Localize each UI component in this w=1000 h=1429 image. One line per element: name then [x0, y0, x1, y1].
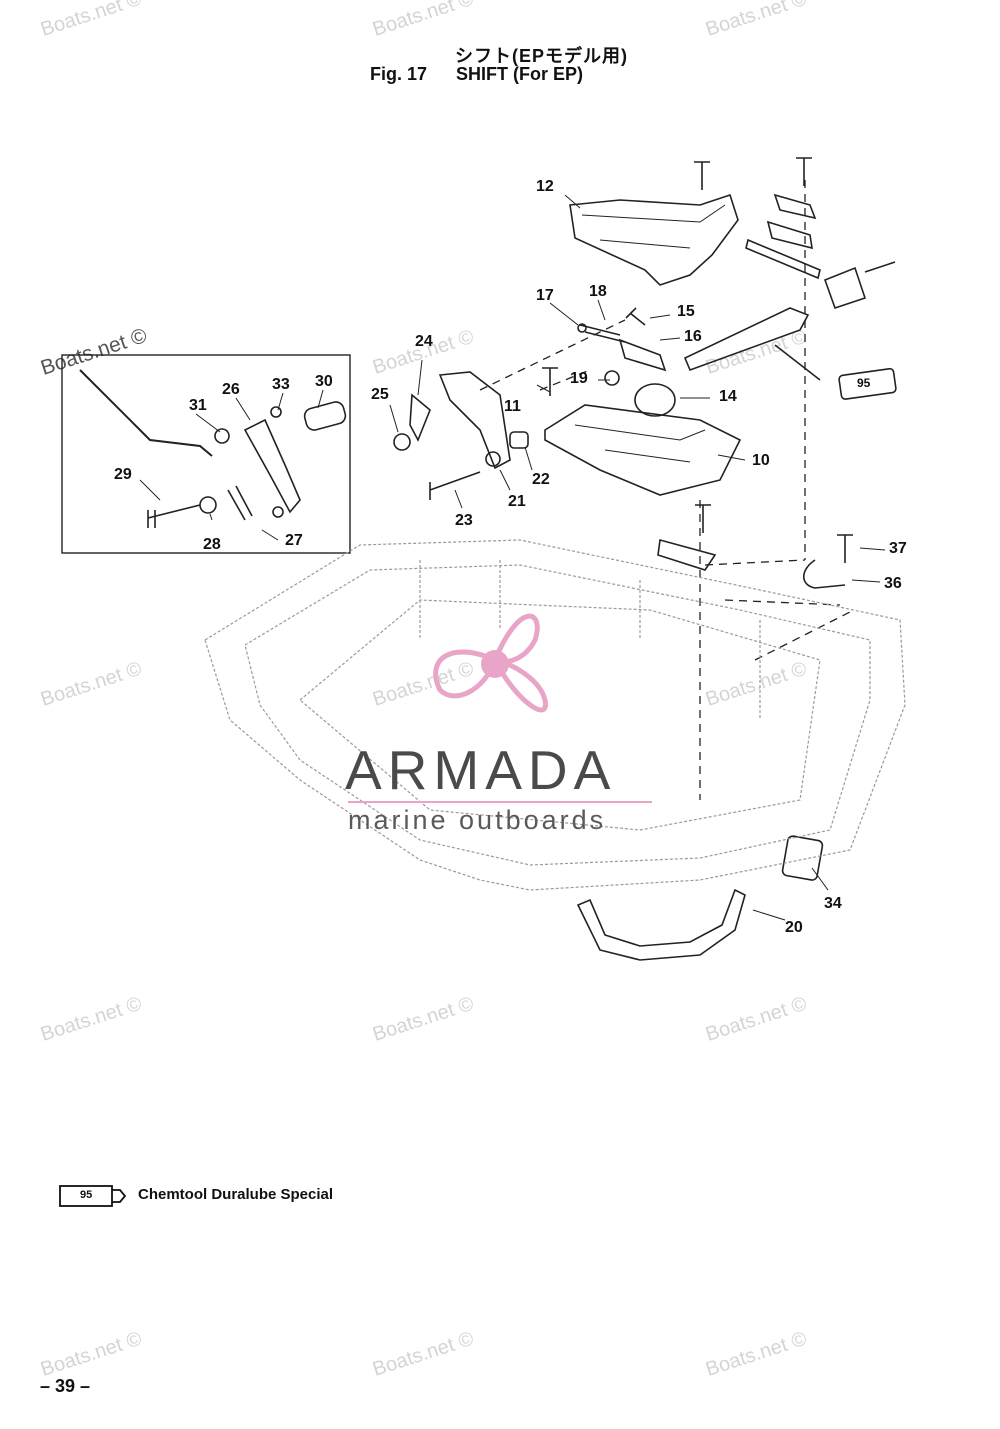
shift-lever-26 — [243, 418, 301, 514]
clip-24 — [409, 393, 431, 442]
cover-12 — [569, 193, 739, 286]
screw-37 — [837, 534, 853, 563]
callout-12: 12 — [536, 178, 554, 195]
tube-label: 95 — [857, 376, 871, 390]
clamp-36 — [802, 559, 846, 589]
callout-23: 23 — [455, 512, 473, 529]
bracket-20 — [576, 888, 746, 961]
legend-text: Chemtool Duralube Special — [138, 1186, 334, 1203]
callout-16: 16 — [684, 328, 702, 345]
shift-shaft — [683, 307, 810, 372]
callout-36: 36 — [884, 575, 902, 592]
lower-cowling — [204, 539, 906, 891]
callout-22: 22 — [532, 471, 550, 488]
grommet-34 — [781, 835, 824, 881]
callout-33: 33 — [272, 376, 290, 393]
bracket-right — [823, 266, 867, 310]
callout-21: 21 — [508, 493, 526, 510]
screw-11 — [542, 367, 558, 396]
collar-22 — [509, 431, 529, 449]
page-number: – 39 – — [40, 1376, 91, 1396]
callout-27: 27 — [285, 532, 303, 549]
bolt-29 — [147, 504, 201, 528]
cap-28 — [199, 496, 217, 514]
legend-tube-icon — [59, 1185, 127, 1207]
brand-tagline: marine outboards — [348, 805, 607, 835]
plate-lower — [657, 538, 717, 571]
bushing-14 — [634, 383, 676, 417]
callout-19: 19 — [570, 370, 588, 387]
brand-name: ARMADA — [345, 739, 617, 801]
legend-tube-label: 95 — [80, 1189, 93, 1201]
callout-15: 15 — [677, 303, 695, 320]
callout-29: 29 — [114, 466, 132, 483]
title-japanese: シフト(EPモデル用) — [455, 46, 628, 66]
armada-propeller-logo — [433, 613, 548, 713]
callout-10: 10 — [752, 452, 770, 469]
callout-20: 20 — [785, 919, 803, 936]
lever-21 — [438, 371, 511, 470]
bolt-23 — [429, 471, 481, 500]
sleeve-30 — [303, 401, 347, 431]
plate-right-1 — [773, 193, 817, 220]
ring-19 — [604, 370, 620, 386]
callout-37: 37 — [889, 540, 907, 557]
shift-rod-29 — [79, 369, 213, 457]
callout-11: 11 — [504, 398, 521, 415]
callout-17: 17 — [536, 287, 554, 304]
callout-24: 24 — [415, 333, 433, 350]
callout-30: 30 — [315, 373, 333, 390]
cap-25 — [393, 433, 411, 451]
inset-frame — [61, 354, 351, 554]
callout-14: 14 — [719, 388, 737, 405]
plate-right-2 — [766, 220, 813, 250]
figure-number: Fig. 17 — [370, 64, 428, 84]
callout-26: 26 — [222, 381, 240, 398]
housing-10 — [544, 404, 742, 496]
figure-title: SHIFT (For EP) — [456, 64, 583, 84]
grease-tube — [838, 367, 897, 400]
plate-right-3 — [745, 238, 821, 280]
screw-lower — [695, 504, 711, 533]
callout-28: 28 — [203, 536, 221, 553]
screw-top-right — [796, 157, 812, 186]
screw-15 — [625, 307, 646, 326]
callout-31: 31 — [189, 397, 207, 414]
callout-25: 25 — [371, 386, 389, 403]
lever-16 — [618, 338, 667, 372]
callout-18: 18 — [589, 283, 607, 300]
link-18 — [579, 324, 626, 343]
link-27 — [227, 485, 253, 521]
screw-top-left — [694, 161, 710, 190]
callout-34: 34 — [824, 895, 842, 912]
